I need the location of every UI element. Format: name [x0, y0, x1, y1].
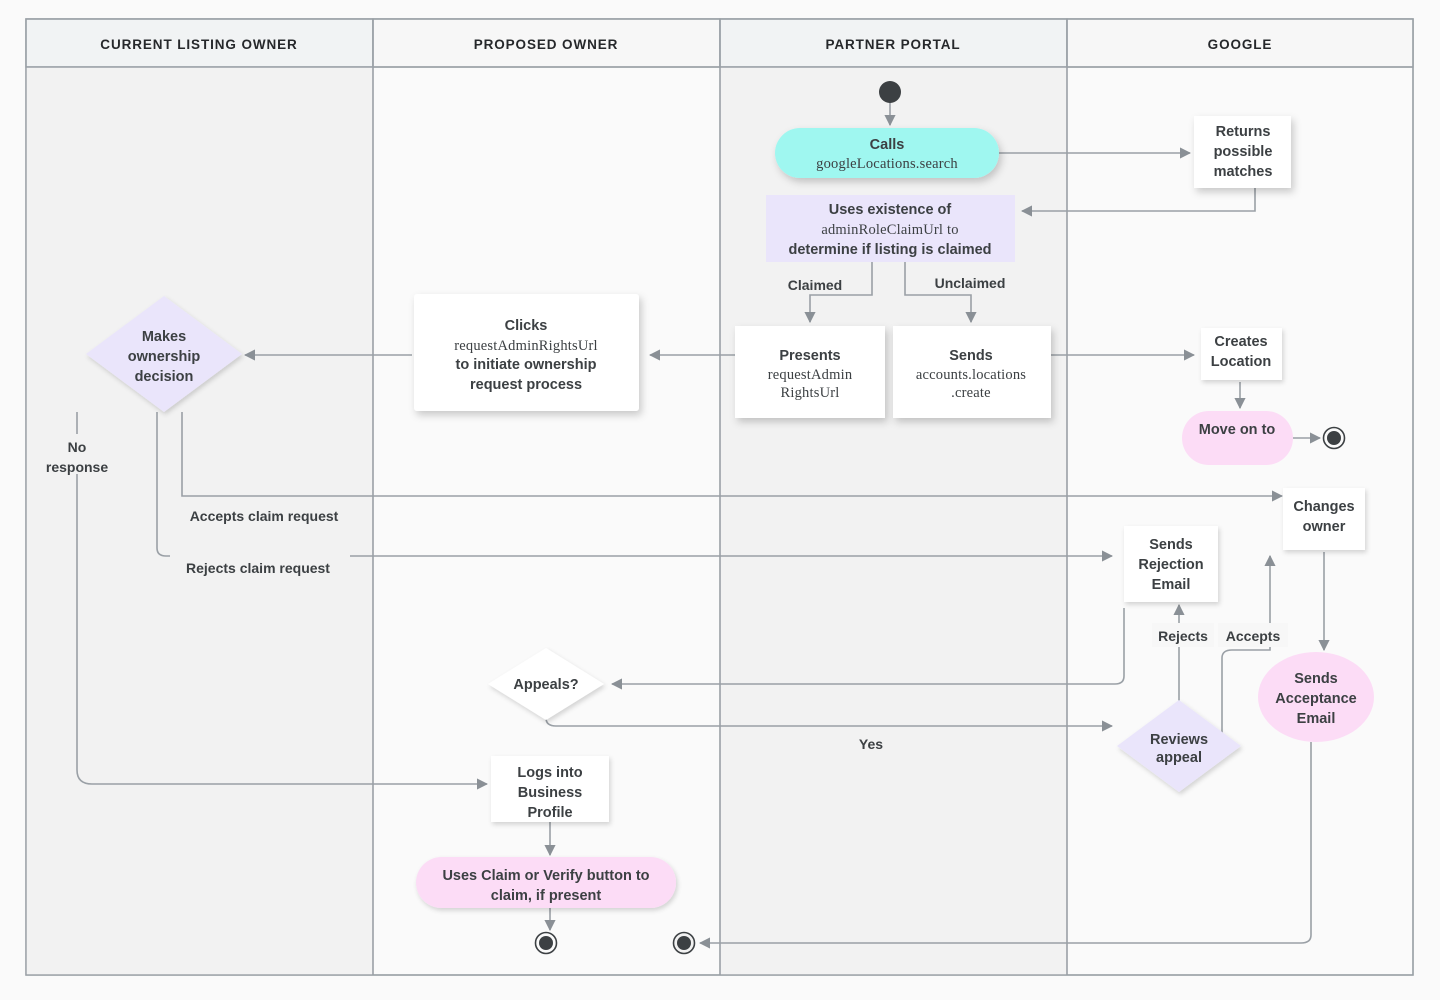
- edge-label-rejects-claim-request: Rejects claim request: [170, 555, 350, 579]
- node-label-makes-decision-line2: ownership: [128, 349, 201, 365]
- edge-label-yes-text: Yes: [859, 736, 883, 752]
- edge-accepts-claim-to-changes-owner: [181, 412, 1284, 502]
- node-label-clicks-line2: requestAdminRightsUrl: [454, 338, 598, 354]
- lane-header-current-listing-owner: CURRENT LISTING OWNER: [100, 37, 297, 52]
- edge-label-rejects-claim-text: Rejects claim request: [186, 560, 330, 576]
- node-label-acceptance-email-line1: Sends: [1294, 671, 1338, 687]
- node-label-clicks-line4: request process: [470, 377, 582, 393]
- node-label-creates-location-line1: Creates: [1214, 334, 1267, 350]
- node-label-changes-owner-line1: Changes: [1293, 499, 1354, 515]
- node-label-move-on-to: Move on to: [1199, 422, 1276, 438]
- edge-label-no-response: No response: [38, 434, 118, 475]
- node-appeals[interactable]: [488, 648, 604, 720]
- node-label-presents-line2: requestAdmin: [768, 367, 853, 383]
- node-presents-requestadminrightsurl[interactable]: [735, 326, 885, 418]
- node-clicks-requestadminrightsurl[interactable]: [414, 294, 639, 411]
- node-label-sends-create-line3: .create: [951, 385, 991, 401]
- node-label-makes-decision-line1: Makes: [142, 329, 186, 345]
- edge-label-accepts-claim-text: Accepts claim request: [190, 508, 339, 524]
- node-label-clicks-line3: to initiate ownership: [456, 357, 597, 373]
- edge-label-no-response-line1: No: [68, 439, 87, 455]
- node-changes-owner[interactable]: [1283, 488, 1365, 550]
- lane-header-google: GOOGLE: [1208, 37, 1273, 52]
- node-label-acceptance-email-line3: Email: [1297, 711, 1336, 727]
- edges: [76, 101, 1330, 949]
- node-label-sends-create-line2: accounts.locations: [916, 367, 1026, 383]
- lane-header-proposed-owner: PROPOSED OWNER: [474, 37, 619, 52]
- node-logs-into-business-profile[interactable]: [491, 756, 609, 822]
- node-label-calls-line2: googleLocations.search: [816, 156, 958, 172]
- node-label-changes-owner-line2: owner: [1303, 519, 1346, 535]
- node-uses-claim-or-verify-button[interactable]: [416, 857, 676, 908]
- node-move-on-to[interactable]: [1182, 411, 1293, 465]
- edge-label-rejects-text: Rejects: [1158, 628, 1208, 644]
- node-label-logs-in-line2: Business: [518, 785, 582, 801]
- node-end-circle-google: [1322, 426, 1346, 450]
- edge-returns-to-uses: [1020, 187, 1256, 217]
- edge-no-response-to-logs-in: [76, 412, 489, 790]
- node-end-circle-partner-portal: [672, 931, 696, 955]
- edge-label-accepts-claim-request: Accepts claim request: [176, 502, 356, 526]
- node-label-logs-in-line3: Profile: [527, 805, 572, 821]
- edge-rejection-email-to-appeals: [610, 608, 1125, 690]
- node-returns-possible-matches[interactable]: [1194, 116, 1291, 188]
- node-creates-location[interactable]: [1201, 328, 1282, 380]
- node-label-rejection-email-line3: Email: [1152, 577, 1191, 593]
- node-makes-ownership-decision[interactable]: [86, 296, 242, 412]
- node-label-rejection-email-line1: Sends: [1149, 537, 1193, 553]
- node-sends-accounts-locations-create[interactable]: [893, 326, 1051, 418]
- node-label-makes-decision-line3: decision: [135, 369, 194, 385]
- node-label-returns-line3: matches: [1214, 164, 1273, 180]
- lane-header-partner-portal: PARTNER PORTAL: [825, 37, 960, 52]
- node-label-uses-line2: adminRoleClaimUrl to: [821, 222, 958, 238]
- node-label-rejection-email-line2: Rejection: [1138, 557, 1203, 573]
- node-label-sends-create-line1: Sends: [949, 348, 993, 364]
- node-label-presents-line3: RightsUrl: [781, 385, 840, 401]
- edge-acceptance-email-to-end-partner: [698, 742, 1312, 949]
- edge-label-claimed: Claimed: [788, 277, 842, 293]
- node-label-returns-line1: Returns: [1216, 124, 1271, 140]
- edge-uses-to-presents: [804, 262, 873, 324]
- node-calls-googlelocations-search[interactable]: [775, 128, 999, 178]
- edge-rejects-claim-to-sends-rejection: [156, 412, 1114, 562]
- node-label-logs-in-line1: Logs into: [517, 765, 582, 781]
- node-label-acceptance-email-line2: Acceptance: [1275, 691, 1356, 707]
- edge-label-accepts: Accepts: [1218, 623, 1288, 647]
- node-start-circle: [879, 81, 901, 103]
- edge-label-rejects: Rejects: [1152, 623, 1214, 647]
- node-sends-rejection-email[interactable]: [1124, 526, 1218, 602]
- node-label-clicks-line1: Clicks: [505, 318, 548, 334]
- edge-label-yes: Yes: [850, 731, 892, 755]
- edge-uses-to-sends-create: [904, 262, 977, 324]
- node-label-uses-claim-line1: Uses Claim or Verify button to: [442, 868, 649, 884]
- node-label-reviews-appeal-line2: appeal: [1156, 750, 1202, 766]
- node-reviews-appeal[interactable]: [1117, 700, 1241, 792]
- edge-label-no-response-line2: response: [46, 459, 108, 475]
- node-label-uses-claim-line2: claim, if present: [491, 888, 602, 904]
- node-end-circle-proposed-owner: [534, 931, 558, 955]
- node-uses-existence-adminroleclaimurl[interactable]: [766, 195, 1015, 262]
- node-label-returns-line2: possible: [1214, 144, 1273, 160]
- node-sends-acceptance-email[interactable]: [1258, 652, 1374, 742]
- node-label-uses-line1: Uses existence of: [829, 202, 952, 218]
- node-label-creates-location-line2: Location: [1211, 354, 1271, 370]
- node-label-presents-line1: Presents: [779, 348, 840, 364]
- node-label-reviews-appeal-line1: Reviews: [1150, 732, 1208, 748]
- edge-reviews-accepts-to-changes-owner: [1221, 554, 1276, 746]
- edge-label-accepts-text: Accepts: [1226, 628, 1281, 644]
- node-label-appeals: Appeals?: [513, 677, 578, 693]
- node-label-calls-line1: Calls: [870, 137, 905, 153]
- edge-label-unclaimed: Unclaimed: [935, 275, 1006, 291]
- node-label-uses-line3: determine if listing is claimed: [788, 242, 991, 258]
